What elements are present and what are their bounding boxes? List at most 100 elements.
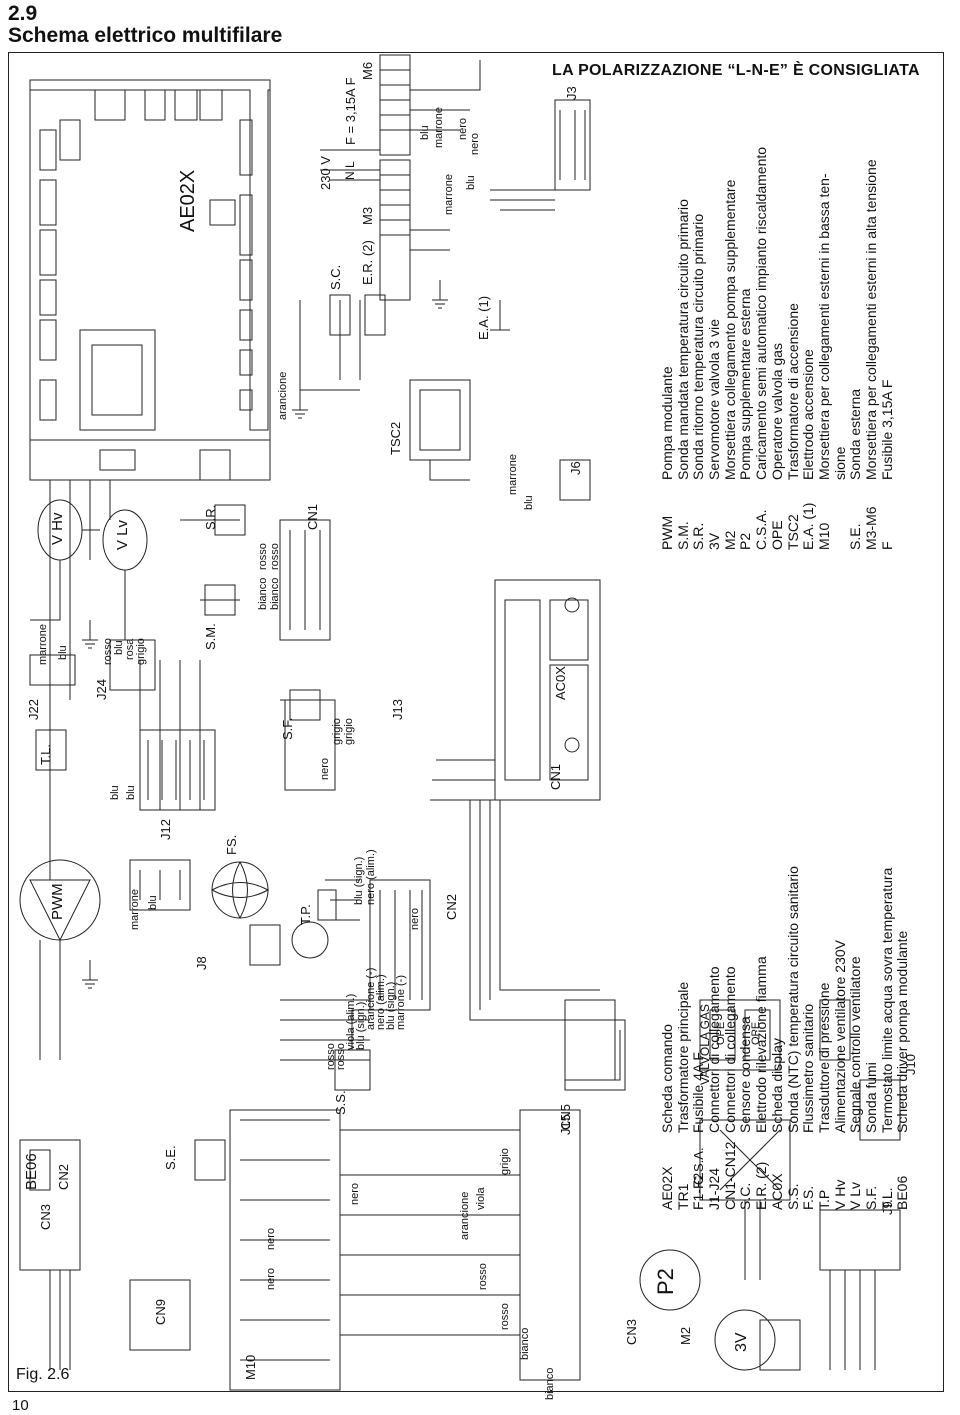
legend-left-descs: Scheda comando Trasformatore principale …: [659, 866, 911, 1133]
label-sm: S.M.: [203, 623, 218, 650]
wire-label: viola: [475, 1187, 487, 1210]
label-tsc2: TSC2: [388, 421, 403, 455]
wire-label: blu: [147, 895, 159, 910]
legend-desc: Morsettiera collegamento pompa supplemen…: [721, 179, 738, 480]
wire-label: bianco: [544, 1367, 556, 1400]
legend-code: F1-F2: [690, 1172, 707, 1210]
wire-label: grigio: [499, 1148, 511, 1175]
label-cn9: CN9: [153, 1298, 168, 1325]
legend-desc: Flussimetro sanitario: [800, 1003, 817, 1133]
wire-label: nero (alim.): [365, 849, 377, 905]
legend-code: V Hv: [831, 1179, 848, 1210]
legend-code: S.E.: [847, 523, 864, 550]
legend-code: S.R.: [690, 522, 707, 550]
legend-code: M3-M6: [862, 506, 879, 550]
label-m6: M6: [360, 61, 375, 80]
label-vlv: V Lv: [114, 519, 131, 550]
legend-desc: Scheda driver pompa modulante: [894, 930, 911, 1133]
wire-label: blu: [419, 125, 431, 140]
wire-label: nero (alim.): [375, 974, 387, 1030]
legend-desc: Sonda mandata temperatura circuito prima…: [674, 199, 691, 480]
wire-label: marrone: [507, 454, 519, 495]
legend-code: TSC2: [784, 514, 801, 550]
label-fs: FS.: [224, 834, 239, 855]
wire-label: nero: [265, 1227, 277, 1250]
wire-label: nero: [469, 132, 481, 155]
label-tl: T.L.: [38, 744, 53, 765]
wire-label: bianco: [519, 1327, 531, 1360]
legend-code: T.L.: [878, 1187, 895, 1210]
section-title: Schema elettrico multifilare: [8, 24, 283, 47]
wire-label: nero: [319, 757, 331, 780]
legend-code: AE02X: [659, 1166, 675, 1210]
polarization-note: LA POLARIZZAZIONE “L-N-E” È CONSIGLIATA: [552, 62, 920, 79]
label-vhv: V Hv: [49, 512, 66, 545]
legend-desc: Termostato limite acqua sovra temperatur…: [878, 867, 895, 1133]
wire-label: nero: [265, 1267, 277, 1290]
wire-label: arancione: [459, 1191, 471, 1240]
label-j13: J13: [390, 699, 405, 720]
label-cn2-be06: CN2: [56, 1163, 71, 1190]
legend-desc: Fusibile 4A F: [690, 1052, 707, 1133]
legend-right-codes: PWM S.M. S.R. 3V M2 P2 C.S.A. OPE TSC2 E…: [659, 502, 895, 550]
legend-code: F.S.: [800, 1185, 817, 1210]
legend-code: BE06: [894, 1175, 911, 1210]
legend-code: T.P: [815, 1189, 832, 1210]
label-acox: AC0X: [553, 666, 568, 700]
legend-code: C.S.A.: [753, 509, 770, 550]
legend-desc: Pompa modulante: [659, 366, 675, 480]
legend-desc: Morsettiera per collegamenti esterni in …: [862, 159, 879, 480]
label-cn1: CN1: [305, 503, 320, 530]
legend-desc: Morsettiera per collegamenti esterni in …: [815, 173, 832, 480]
wire-label: blu: [465, 175, 477, 190]
legend-desc: Trasduttore di pressione: [815, 982, 832, 1133]
section-number: 2.9: [8, 2, 38, 25]
wire-label: blu (sign.): [385, 981, 397, 1030]
legend-desc: Scheda comando: [659, 1024, 675, 1133]
label-be06: BE06: [23, 1153, 40, 1190]
label-j22: J22: [26, 699, 41, 720]
legend-desc: sione: [831, 446, 848, 480]
control-board-outline: [29, 89, 271, 481]
wire-label: grigio: [343, 718, 355, 745]
label-ea: E.A. (1): [476, 295, 491, 340]
legend-code: F: [878, 541, 895, 550]
wire-label: viola (alim.): [345, 993, 357, 1050]
label-sf: S.F.: [280, 717, 295, 740]
wire-label: nero: [349, 1182, 361, 1205]
page-number: 10: [12, 1397, 29, 1414]
wire-label: marrone: [129, 889, 141, 930]
legend-code: S.S.: [784, 1183, 801, 1210]
wire-label: rosso: [477, 1263, 489, 1290]
wire-label: rosso: [257, 543, 269, 570]
wire-label: blu (sign.): [353, 856, 365, 905]
label-3v: 3V: [733, 1332, 750, 1352]
legend-code: TR1: [674, 1183, 691, 1210]
legend-right-descs: Pompa modulante Sonda mandata temperatur…: [659, 147, 895, 480]
label-ae02x: AE02X: [177, 169, 199, 232]
label-p2: P2: [653, 1268, 678, 1295]
legend-desc: Scheda display: [768, 1038, 785, 1133]
wire-label: rosso: [325, 1043, 337, 1070]
wire-label: marrone: [37, 624, 49, 665]
legend-code: E.A. (1): [800, 502, 817, 550]
legend-desc: Servomotore valvola 3 vie: [706, 318, 723, 480]
legend-desc: Fusibile 3,15A F: [878, 379, 895, 480]
wire-label: blu: [125, 785, 137, 800]
legend-code: V Lv: [847, 1181, 864, 1210]
legend-code: E.R. (2): [753, 1161, 770, 1210]
wire-label: marrone: [433, 107, 445, 148]
wire-label: marrone: [443, 174, 455, 215]
legend-desc: Trasformatore principale: [674, 981, 691, 1133]
wire-label: grigio: [135, 638, 147, 665]
legend-code: M10: [815, 522, 832, 550]
legend-desc: Connettori di collegamento: [721, 966, 738, 1133]
legend-desc: Sonda ritorno temperatura circuito prima…: [690, 213, 707, 480]
label-er: E.R. (2): [360, 240, 375, 285]
label-j8: J8: [194, 956, 209, 970]
label-230v: 230 V: [318, 156, 333, 190]
label-j24: J24: [94, 679, 109, 700]
legend-code: M2: [721, 530, 738, 550]
label-m3: M3: [360, 206, 375, 225]
